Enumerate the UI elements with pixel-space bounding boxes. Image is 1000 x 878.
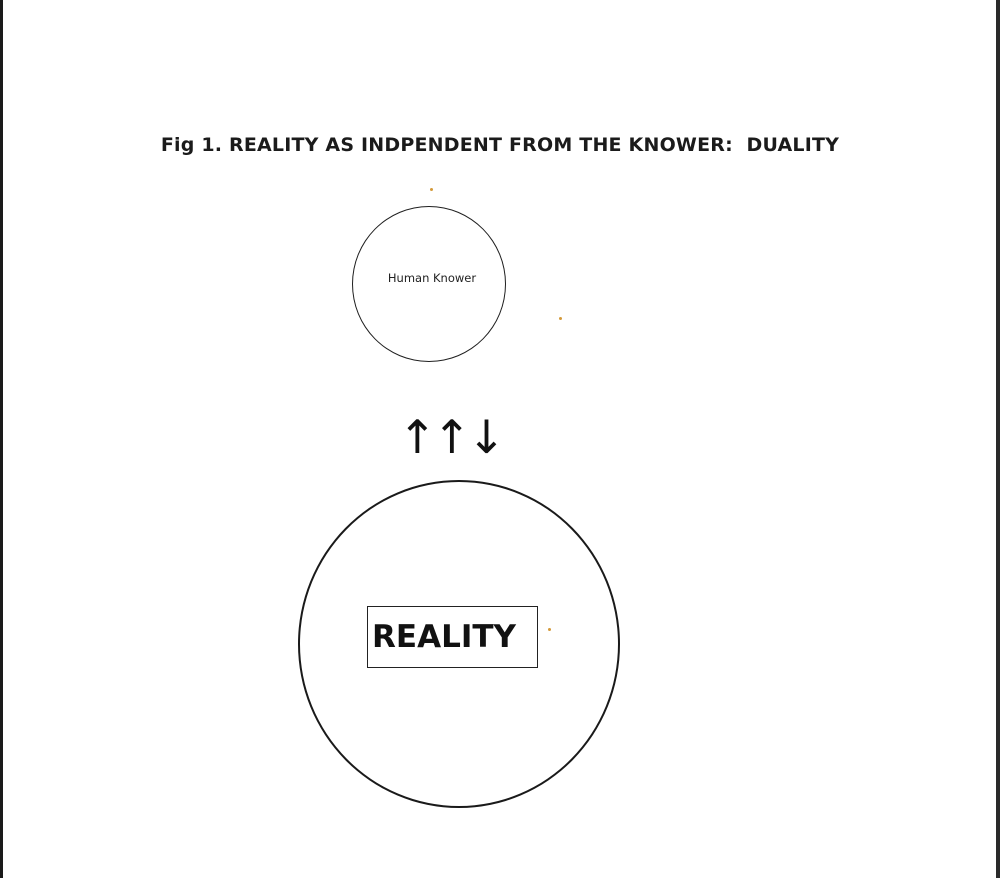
page-border-right (996, 0, 1000, 878)
human-knower-circle (352, 206, 506, 362)
scan-speck (430, 188, 433, 191)
scan-speck (548, 628, 551, 631)
human-knower-label: Human Knower (387, 271, 477, 285)
reality-circle (298, 480, 620, 808)
interaction-arrows: ↑↑↓ (398, 410, 506, 464)
reality-label: REALITY (372, 619, 516, 655)
figure-title: Fig 1. REALITY AS INDPENDENT FROM THE KN… (160, 134, 840, 156)
reality-label-box (367, 606, 538, 668)
scan-speck (559, 317, 562, 320)
page-border-left (0, 0, 3, 878)
